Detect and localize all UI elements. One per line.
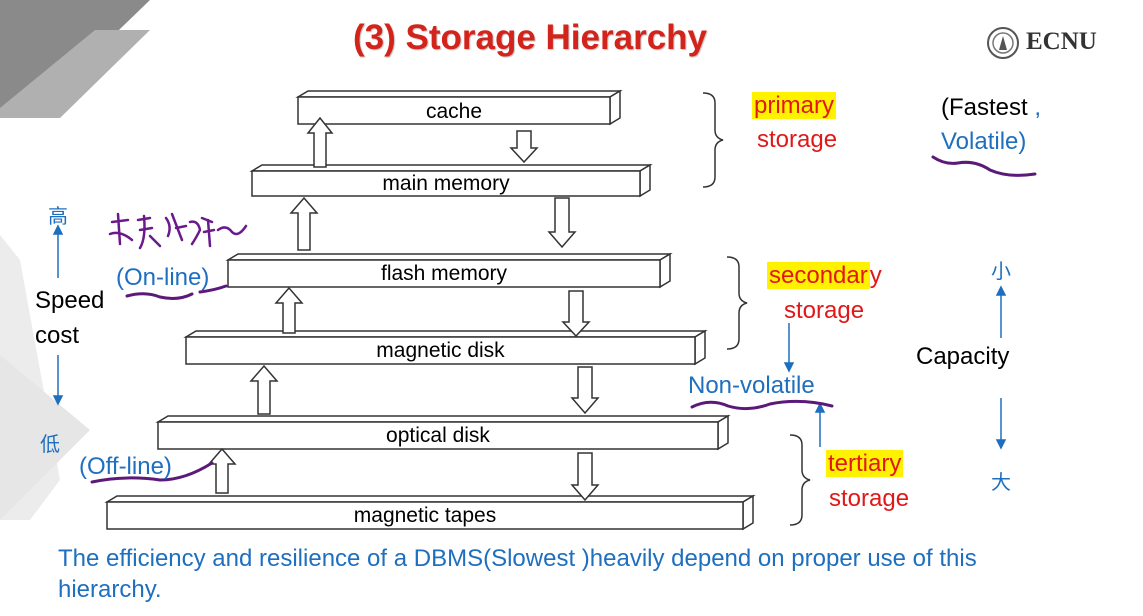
arrow-up-1	[306, 116, 334, 168]
group-tertiary-line2: storage	[829, 485, 910, 512]
box-flash-memory	[225, 252, 673, 289]
group-primary-line2: storage	[757, 126, 838, 153]
level-label-cache: cache	[425, 100, 483, 123]
group-secondary-line1: secondary	[767, 262, 882, 289]
level-label-magnetic-disk: magnetic disk	[376, 339, 505, 362]
ink-underline-nonvolatile	[690, 399, 834, 411]
bottom-note: The efficiency and resilience of a DBMS(…	[58, 545, 977, 603]
ink-underline-volatile	[931, 155, 1037, 177]
level-label-main-memory: main memory	[382, 172, 510, 195]
group-primary-line1: primary	[752, 92, 837, 119]
box-cache	[295, 89, 623, 126]
left-offline: (Off-line)	[79, 453, 172, 480]
box-optical-disk	[155, 414, 731, 451]
arrow-down-3	[561, 290, 591, 338]
box-main-memory	[249, 163, 653, 198]
group-tertiary-line1: tertiary	[826, 450, 904, 477]
arrow-down-4	[570, 366, 600, 415]
ink-arc-online	[198, 284, 228, 294]
arrow-up-2	[289, 196, 319, 251]
logo-text: ECNU	[1026, 28, 1097, 55]
prop-fastest: (Fastest ,	[941, 94, 1042, 121]
page-title: (3) Storage Hierarchy	[352, 18, 708, 57]
level-label-flash-memory: flash memory	[380, 262, 508, 285]
left-high: 高	[48, 204, 68, 228]
ecnu-seal-icon	[987, 27, 1019, 59]
arrow-up-4	[249, 364, 279, 415]
left-cost: cost	[35, 322, 80, 349]
arrow-up-5	[207, 447, 237, 494]
prop-volatile: Volatile)	[941, 128, 1027, 155]
decor-stripe-4	[0, 355, 90, 520]
arrow-down-1	[509, 130, 539, 164]
prop-large: 大	[991, 470, 1011, 494]
ink-underline-offline	[90, 461, 214, 484]
handwriting-scribble	[108, 212, 248, 250]
decor-stripe-2	[0, 30, 150, 118]
prop-non-volatile: Non-volatile	[688, 372, 815, 399]
prop-small: 小	[991, 259, 1011, 283]
box-magnetic-disk	[183, 329, 708, 366]
arrow-down-2	[547, 197, 577, 249]
left-online: (On-line)	[116, 264, 210, 291]
left-low: 低	[40, 432, 60, 456]
brace-tertiary	[789, 434, 811, 526]
left-speed: Speed	[35, 287, 105, 314]
level-label-optical-disk: optical disk	[386, 424, 490, 447]
arrow-up-3	[274, 286, 304, 334]
ink-underline-online	[125, 292, 194, 300]
brace-primary	[702, 92, 724, 188]
arrow-down-5	[570, 452, 600, 502]
level-label-magnetic-tapes: magnetic tapes	[353, 504, 497, 527]
brace-secondary	[726, 256, 748, 350]
group-secondary-line2: storage	[784, 297, 865, 324]
prop-capacity: Capacity	[916, 343, 1010, 370]
box-magnetic-tapes	[104, 494, 756, 531]
